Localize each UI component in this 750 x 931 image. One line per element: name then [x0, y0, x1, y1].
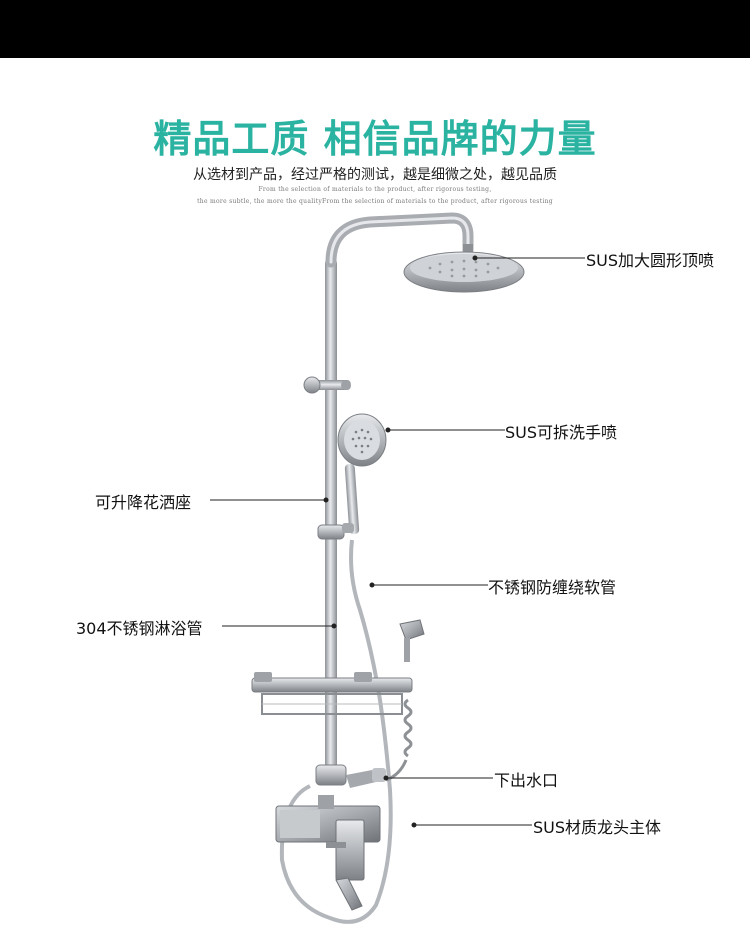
caddy-shelf: [251, 672, 413, 715]
label-hose: 不锈钢防缠绕软管: [488, 578, 617, 597]
english-subtitle-2: the more subtle, the more the qualityFro…: [197, 198, 553, 205]
diverter-outlet: [315, 764, 386, 788]
label-faucet-body: SUS材质龙头主体: [533, 818, 662, 837]
lift-seat-slider: [317, 523, 354, 540]
subtitle: 从选材到产品，经过严格的测试，越是细微之处，越见品质: [193, 167, 557, 183]
wall-bracket: [303, 376, 351, 394]
label-lift-seat: 可升降花洒座: [95, 493, 192, 512]
top-black-band: [0, 0, 750, 58]
label-top-shower: SUS加大圆形顶喷: [586, 251, 715, 270]
english-subtitle-1: From the selection of materials to the p…: [258, 186, 492, 193]
top-shower-head: [403, 251, 525, 293]
label-pipe: 304不锈钢淋浴管: [76, 619, 203, 638]
shower-hose: [279, 539, 393, 924]
hand-shower-head: [337, 413, 387, 534]
headline: 精品工质 相信品牌的力量: [153, 116, 597, 161]
callout-lines: [210, 255, 585, 828]
faucet-body: [275, 795, 381, 911]
label-hand-shower: SUS可拆洗手喷: [505, 423, 618, 442]
bidet-sprayer: [385, 619, 425, 782]
label-outlet: 下出水口: [494, 771, 559, 790]
